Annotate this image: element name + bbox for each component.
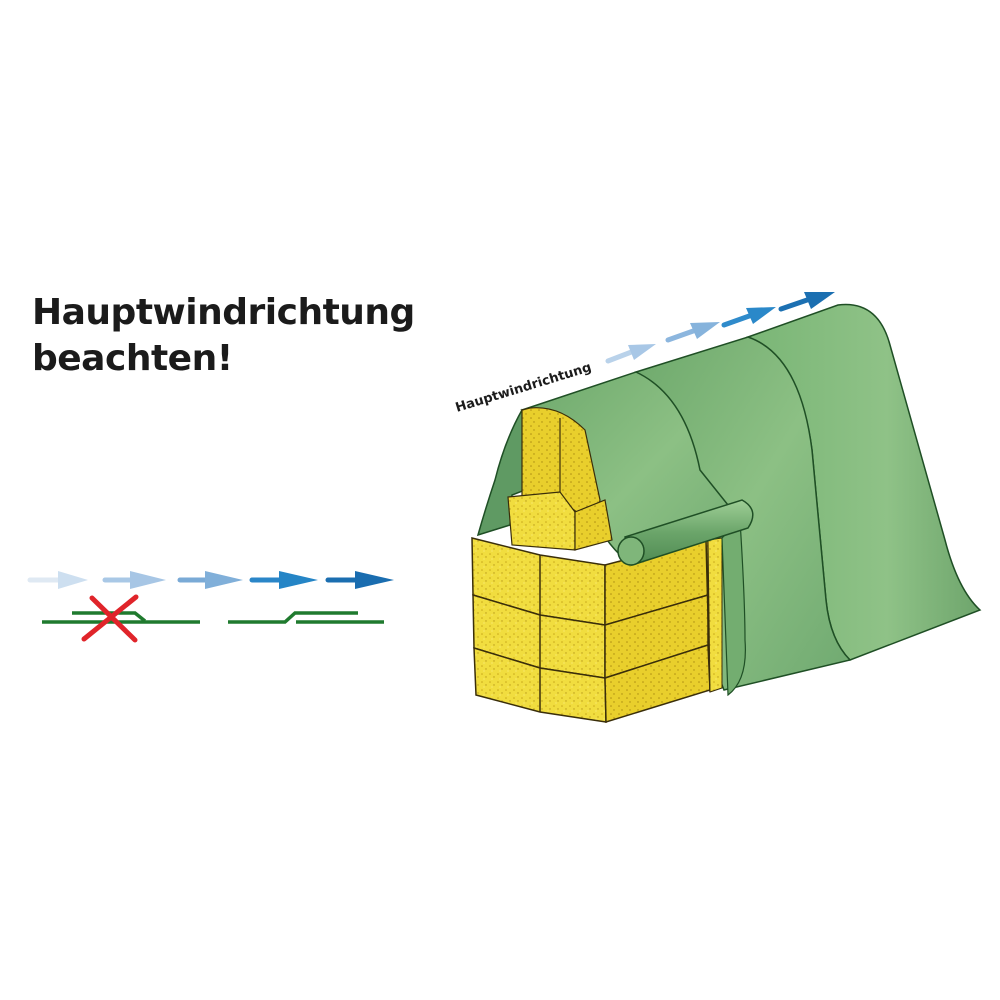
tarp-roll — [617, 499, 754, 566]
arrow-icon — [102, 571, 166, 589]
bale-row — [471, 537, 607, 723]
arrow-icon — [249, 571, 318, 589]
headline-line-1: Hauptwindrichtung — [32, 292, 415, 333]
wind-direction-arrows — [605, 292, 835, 364]
arrow-icon — [605, 344, 656, 364]
arrow-icon — [325, 571, 394, 589]
bale-side — [604, 537, 723, 724]
overlap-wrong — [42, 594, 200, 643]
headline: Hauptwindrichtung beachten! — [32, 290, 415, 382]
hay-bale-stack — [471, 407, 723, 724]
arrow-icon — [27, 571, 88, 589]
wind-arrows-legend — [27, 571, 394, 589]
arrow-icon — [721, 307, 776, 328]
cross-icon — [81, 594, 139, 643]
arrow-icon — [665, 322, 720, 343]
arrow-icon — [177, 571, 243, 589]
arrow-icon — [778, 292, 835, 312]
headline-line-2: beachten! — [32, 338, 233, 379]
tarp-drape — [721, 518, 746, 697]
overlap-correct — [228, 611, 384, 624]
